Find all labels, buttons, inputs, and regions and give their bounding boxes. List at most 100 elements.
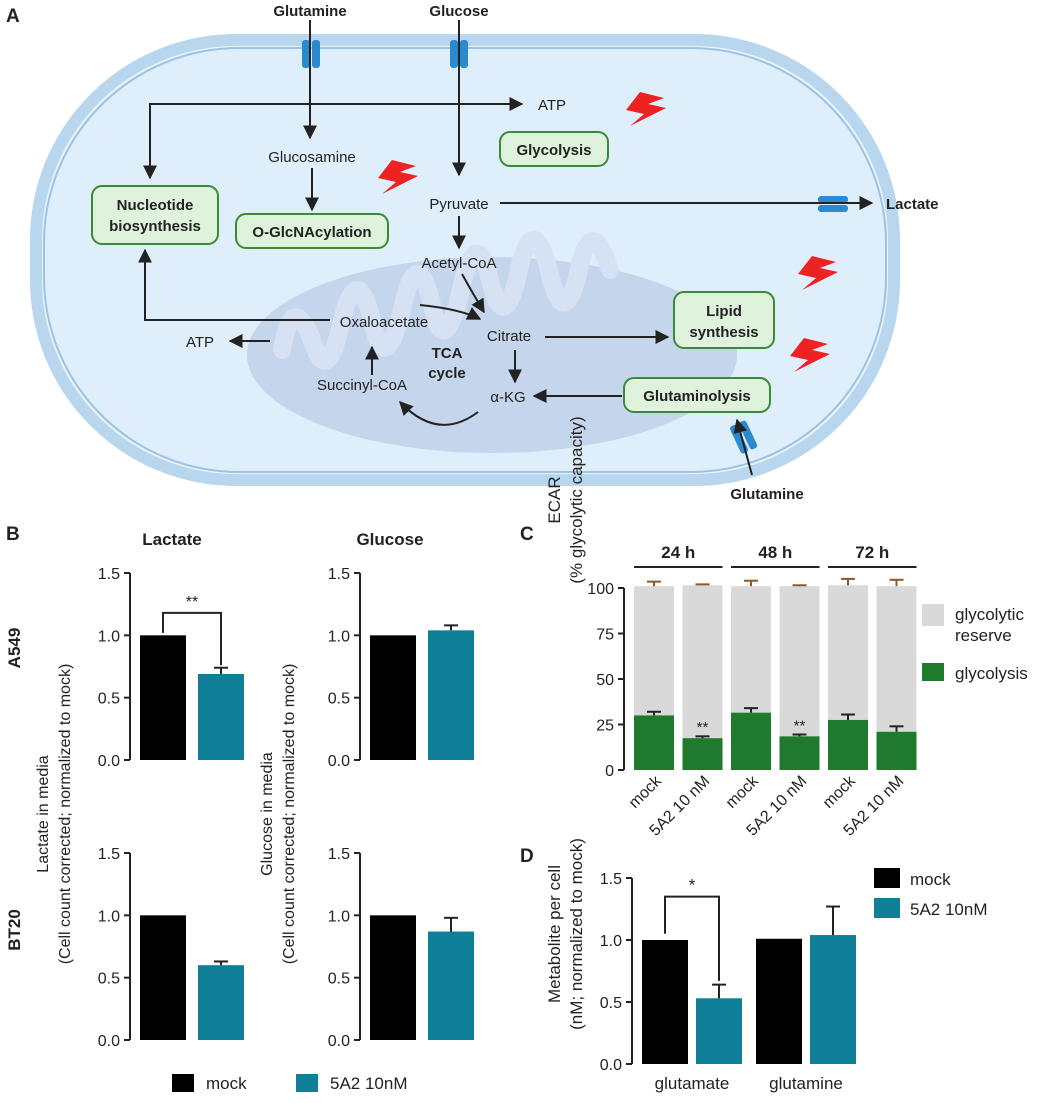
bar-mock	[370, 915, 416, 1040]
y-tick-label: 1.5	[98, 846, 120, 863]
label-pyruvate: Pyruvate	[429, 196, 488, 213]
panel-letter-c: C	[520, 524, 534, 545]
transporter-lactate	[818, 196, 848, 212]
ylabel-lactate-1: Lactate in media	[35, 755, 52, 873]
bar-chart-B_A549_glucose: 0.0 0.5 1.0 1.5	[328, 566, 474, 770]
bar-glycolysis-2	[731, 712, 771, 770]
bolt-icon	[378, 160, 418, 194]
label-atp-left: ATP	[186, 334, 214, 351]
label-citrate: Citrate	[487, 328, 531, 345]
bar-glutamate-1	[696, 998, 742, 1064]
significance-bracket	[664, 895, 720, 981]
y-tick-label: 0.5	[600, 995, 622, 1012]
label-lipid-1: Lipid	[706, 303, 742, 320]
bar-reserve-4	[828, 585, 868, 720]
y-tick-label: 1.5	[600, 871, 622, 888]
x-tick-label: mock	[820, 772, 860, 812]
bar-mock	[140, 915, 186, 1040]
label-glucosamine: Glucosamine	[268, 149, 356, 166]
bar-glutamine-0	[756, 938, 802, 1064]
label-glutamine-bottom: Glutamine	[730, 486, 803, 503]
bar-mock	[370, 635, 416, 760]
significance-bracket	[162, 611, 222, 666]
label-glutamine-top: Glutamine	[273, 3, 346, 20]
bar-reserve-3	[779, 586, 820, 737]
bar-glutamine-1	[810, 935, 856, 1064]
significance-label: **	[186, 594, 198, 611]
legend-label-treated: 5A2 10nM	[330, 1074, 408, 1093]
y-tick-label: 50	[596, 672, 614, 689]
legend-label-mock: mock	[206, 1074, 247, 1093]
label-oglcnac: O-GlcNAcylation	[252, 224, 371, 241]
y-tick-label: 1.0	[98, 628, 120, 645]
bar-glycolysis-4	[828, 719, 868, 770]
panel-letter-b: B	[6, 524, 20, 545]
box-nucleotide	[91, 185, 219, 245]
panel-a: A	[6, 3, 939, 503]
box-lipid	[673, 291, 775, 349]
y-tick-label: 0.0	[600, 1057, 622, 1074]
y-tick-label: 1.0	[328, 628, 350, 645]
group-label: 48 h	[758, 543, 792, 562]
legend-swatch-mock	[172, 1074, 194, 1092]
y-tick-label: 0.0	[98, 753, 120, 770]
bar-reserve-2	[731, 586, 771, 713]
bar-chart-B_BT20_glucose: 0.00.51.01.5	[328, 846, 474, 1050]
legend-swatch-mock	[874, 868, 900, 888]
box-glutaminolysis	[623, 377, 771, 413]
bar-chart-B_BT20_lactate: 0.00.51.01.5	[98, 846, 244, 1050]
bar-5A2 10nM	[428, 931, 474, 1040]
y-tick-label: 75	[596, 627, 614, 644]
y-tick-label: 0.5	[98, 971, 120, 988]
x-tick-label: mock	[626, 772, 666, 812]
x-tick-label: mock	[723, 772, 763, 812]
row-label-a549: A549	[5, 628, 24, 669]
y-tick-label: 1.5	[328, 846, 350, 863]
label-tca-1: TCA	[432, 345, 463, 362]
legend-label-treated: 5A2 10nM	[910, 900, 988, 919]
bar-chart-B_A549_lactate: 0.00.51.01.5**	[98, 566, 244, 770]
bar-reserve-1	[682, 585, 723, 739]
legend-label-mock: mock	[910, 870, 951, 889]
transporter-glucose-top	[450, 40, 468, 68]
bar-5A2 10nM	[428, 630, 474, 760]
bar-reserve-5	[876, 586, 917, 732]
label-nucleotide-2: biosynthesis	[109, 218, 201, 235]
legend-swatch-glycolysis	[922, 663, 944, 681]
group-label: 24 h	[661, 543, 695, 562]
label-glycolysis: Glycolysis	[516, 142, 591, 159]
y-tick-label: 1.5	[328, 566, 350, 583]
label-glucose-top: Glucose	[429, 3, 488, 20]
label-succinylcoa: Succinyl-CoA	[317, 377, 407, 394]
bar-glycolysis-0	[634, 715, 674, 770]
pathway-arrows	[138, 20, 874, 476]
bar-glutamate-0	[642, 940, 688, 1064]
y-tick-label: 1.0	[98, 908, 120, 925]
bar-glycolysis-1	[682, 738, 723, 770]
bar-mock	[140, 635, 186, 760]
title-glucose: Glucose	[356, 530, 423, 549]
legend-label-reserve-2: reserve	[955, 626, 1012, 645]
panel-d: D Metabolite per cell (nM; normalized to…	[520, 838, 988, 1093]
y-tick-label: 100	[587, 581, 614, 598]
y-tick-label: 0.0	[328, 753, 350, 770]
y-tick-label: 25	[596, 718, 614, 735]
bar-5A2 10nM	[198, 673, 244, 760]
box-glycolysis	[499, 131, 609, 167]
label-lactate: Lactate	[886, 196, 939, 213]
c-ylabel-2: (% glycolytic capacity)	[567, 416, 586, 583]
y-tick-label: 0.5	[328, 691, 350, 708]
y-tick-label: 1.0	[600, 933, 622, 950]
legend-label-reserve-1: glycolytic	[955, 605, 1024, 624]
panel-b: B Lactate Glucose A549 BT20 Lactate in m…	[5, 524, 474, 1093]
label-tca-2: cycle	[428, 365, 466, 382]
y-tick-label: 1.0	[328, 908, 350, 925]
inhibition-bolts	[378, 92, 838, 372]
d-ylabel-2: (nM; normalized to mock)	[567, 838, 586, 1030]
panel-letter-d: D	[520, 846, 534, 867]
bar-glycolysis-3	[779, 736, 820, 770]
y-tick-label: 0.5	[98, 691, 120, 708]
